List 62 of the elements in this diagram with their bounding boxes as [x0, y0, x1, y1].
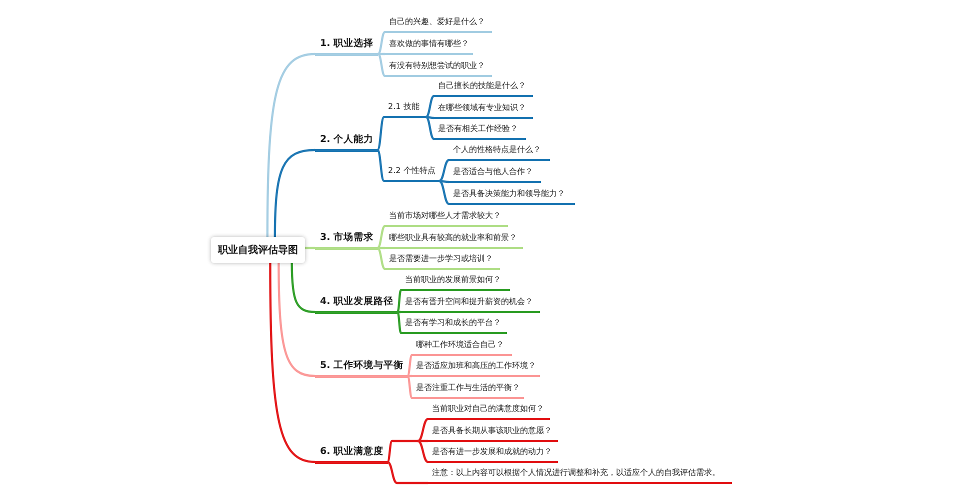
subtopic: 注意：以上内容可以根据个人情况进行调整和补充，以适应个人的自我评估需求。 — [428, 467, 732, 484]
branch-line — [376, 30, 386, 56]
central-topic-box: 职业自我评估导图 — [211, 237, 305, 263]
branch-line — [304, 246, 316, 250]
branch-topic: 2. 个人能力 — [315, 132, 378, 152]
subtopic: 是否有晋升空间和提升薪资的机会？ — [401, 296, 540, 313]
branch-line — [416, 440, 430, 464]
subtopic: 是否有学习和成长的平台？ — [401, 317, 507, 334]
branch-line — [386, 460, 430, 484]
subtopic: 当前职业对自己的满意度如何？ — [428, 403, 550, 420]
subtopic: 当前职业的发展前景如何？ — [401, 274, 510, 291]
branch-topic: 5. 工作环境与平衡 — [315, 358, 408, 378]
subtopic: 自己擅长的技能是什么？ — [434, 80, 533, 97]
subtopic: 2.1 技能 — [384, 101, 426, 118]
branch-line — [424, 116, 436, 120]
branch-line — [438, 180, 450, 206]
branch-line — [424, 116, 436, 140]
subtopic: 有没有特别想尝试的职业？ — [385, 60, 492, 77]
branch-line — [438, 180, 450, 184]
branch-line — [376, 224, 386, 250]
subtopic: 个人的性格特点是什么？ — [449, 144, 550, 161]
subtopic: 是否有相关工作经验？ — [434, 123, 526, 140]
subtopic: 当前市场对哪些人才需求较大？ — [385, 210, 508, 227]
branch-topic: 3. 市场需求 — [315, 230, 378, 250]
branch-line — [376, 148, 386, 182]
branch-topic: 1. 职业选择 — [315, 36, 378, 56]
subtopic: 2.2 个性特点 — [384, 165, 440, 182]
branch-line — [376, 116, 386, 152]
subtopic: 是否需要进一步学习或培训？ — [385, 253, 500, 270]
branch-line — [376, 52, 386, 56]
branch-line — [376, 246, 386, 250]
subtopic: 是否适应加班和高压的工作环境？ — [412, 360, 540, 377]
branch-topic: 4. 职业发展路径 — [315, 294, 398, 314]
branch-line — [396, 310, 402, 334]
branch-line — [376, 246, 386, 270]
branch-line — [386, 440, 420, 464]
subtopic: 是否有进一步发展和成就的动力？ — [428, 446, 558, 463]
branch-line — [406, 354, 414, 378]
subtopic: 在哪些领域有专业知识？ — [434, 102, 533, 119]
branch-line — [438, 158, 450, 182]
subtopic: 是否具备长期从事该职业的意愿？ — [428, 425, 558, 442]
subtopic: 哪些职业具有较高的就业率和前景？ — [385, 232, 523, 249]
subtopic: 哪种工作环境适合自己？ — [412, 339, 512, 356]
branch-line — [274, 148, 316, 238]
branch-line — [406, 374, 414, 378]
branch-line — [406, 374, 414, 400]
branch-line — [376, 52, 386, 78]
branch-line — [396, 288, 402, 314]
branch-line — [416, 418, 430, 442]
subtopic: 是否具备决策能力和领导能力？ — [449, 188, 575, 205]
branch-line — [416, 440, 430, 442]
branch-line — [396, 310, 402, 314]
subtopic: 是否适合与他人合作？ — [449, 166, 541, 183]
branch-line — [290, 262, 316, 314]
branch-line — [269, 262, 316, 464]
branch-line — [266, 52, 316, 238]
branch-topic: 6. 职业满意度 — [315, 444, 388, 464]
branch-line — [424, 94, 436, 118]
branch-line — [278, 262, 316, 378]
subtopic: 自己的兴趣、爱好是什么？ — [385, 16, 492, 33]
subtopic: 是否注重工作与生活的平衡？ — [412, 382, 524, 399]
subtopic: 喜欢做的事情有哪些？ — [385, 38, 473, 55]
